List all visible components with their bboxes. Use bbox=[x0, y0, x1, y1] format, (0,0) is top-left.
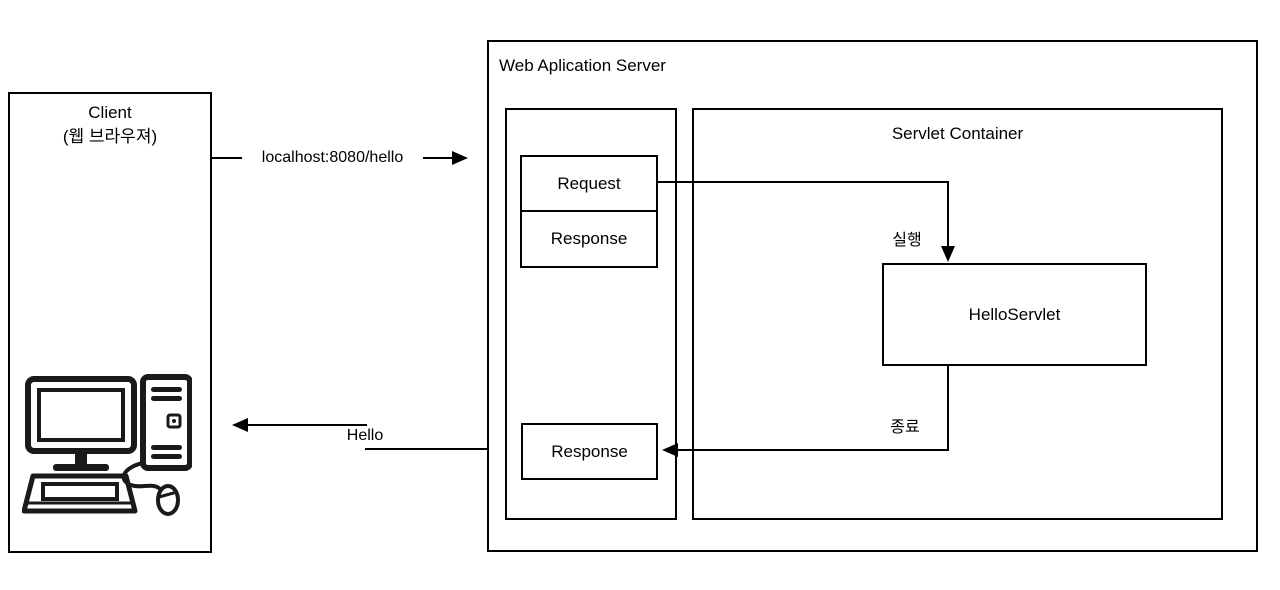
client-box bbox=[8, 92, 212, 553]
response-top-box: Response bbox=[520, 210, 658, 268]
end-label: 종료 bbox=[890, 419, 920, 436]
client-subtitle-text: (웹 브라우져) bbox=[62, 127, 158, 146]
hello-servlet-box: HelloServlet bbox=[882, 263, 1147, 366]
request-arrow-label: localhost:8080/hello bbox=[242, 148, 423, 168]
request-response-stack: Request Response bbox=[520, 155, 658, 268]
servlet-container-title: Servlet Container bbox=[891, 124, 1024, 143]
response-arrow-label: Hello bbox=[346, 427, 384, 444]
response-bottom-box: Response bbox=[521, 423, 658, 480]
request-box: Request bbox=[520, 155, 658, 212]
web-application-server-title: Web Aplication Server bbox=[499, 56, 666, 75]
execute-label: 실행 bbox=[892, 232, 922, 249]
client-title: Client (웹 브라우져) bbox=[8, 101, 212, 149]
client-title-text: Client bbox=[88, 103, 132, 122]
